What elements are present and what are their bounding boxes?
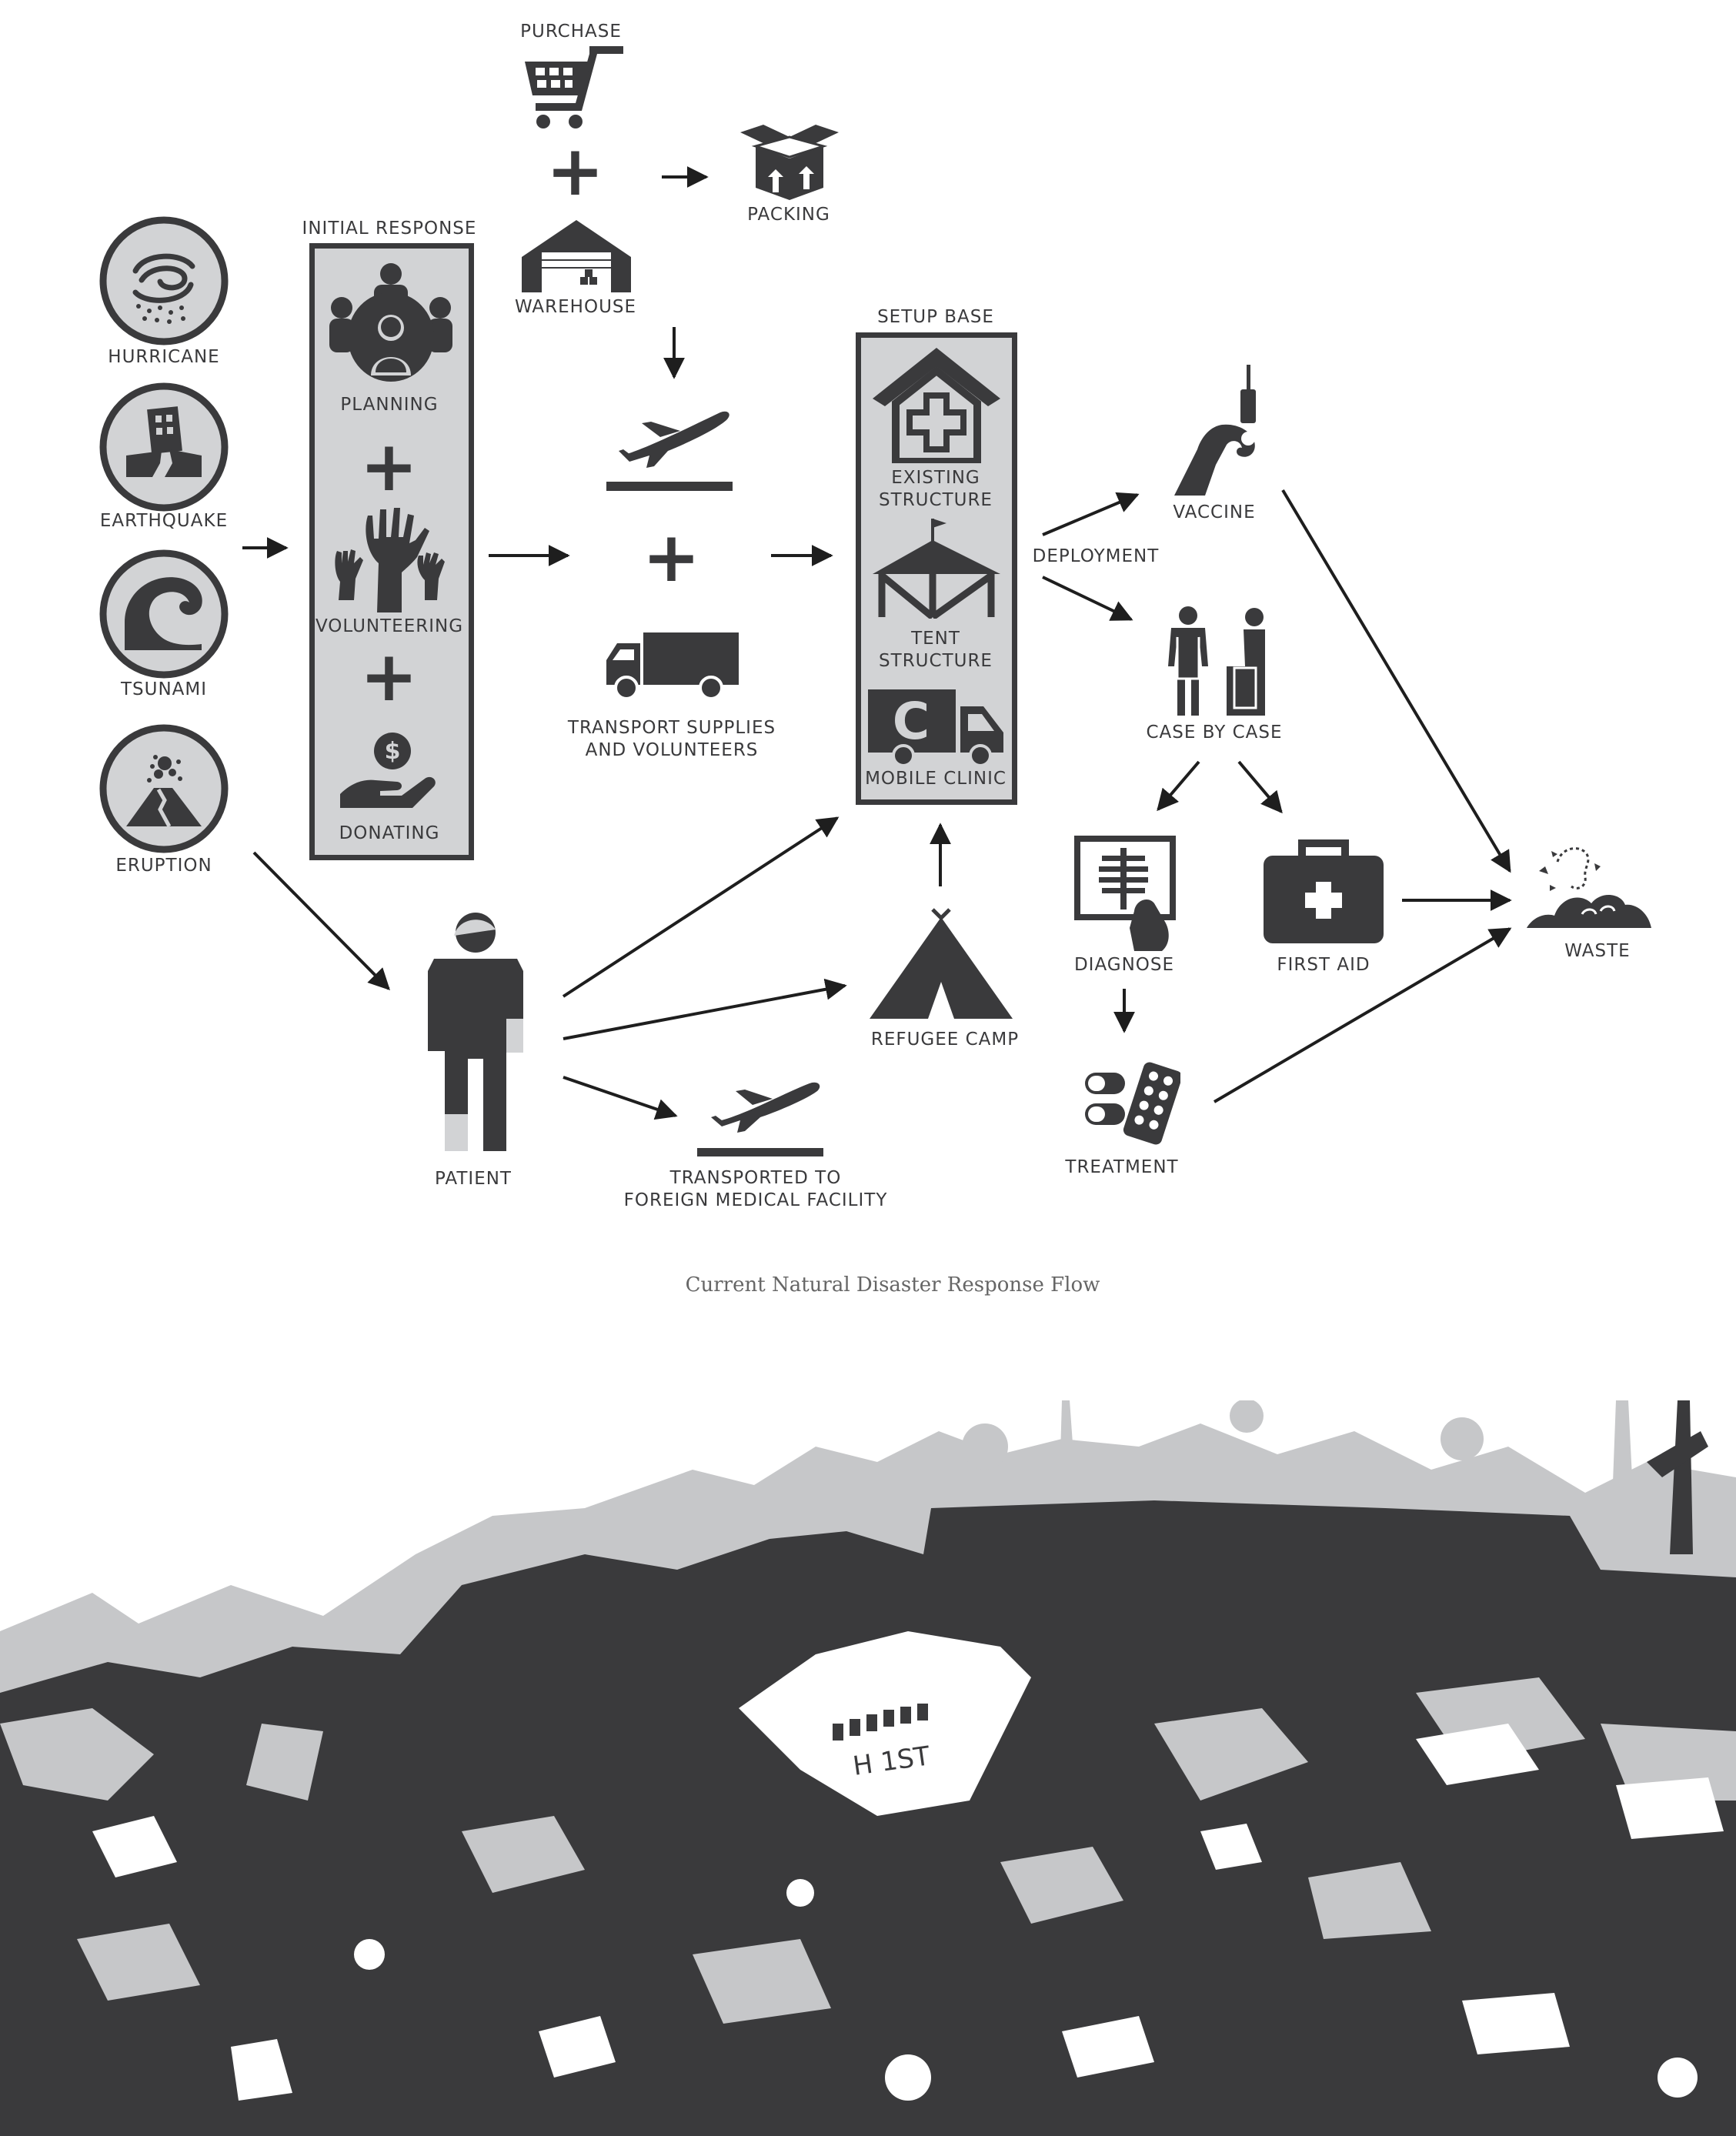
hurricane-label: HURRICANE bbox=[108, 347, 220, 367]
eruption-label: ERUPTION bbox=[115, 856, 212, 876]
existing-structure-medical-house-icon bbox=[873, 348, 1000, 463]
supply-truck-icon bbox=[606, 632, 739, 699]
mobile-clinic-truck-icon: C bbox=[868, 689, 1003, 766]
arrow-vaccine-to-waste bbox=[1281, 489, 1511, 873]
volunteering-hands-icon bbox=[335, 508, 445, 612]
first-aid-kit-icon bbox=[1264, 839, 1384, 943]
diagnose-label: DIAGNOSE bbox=[1073, 955, 1175, 975]
plus-sign: + bbox=[359, 636, 419, 717]
transported-label-line1: TRANSPORTED TO bbox=[669, 1168, 842, 1188]
arrow-to-case bbox=[1042, 576, 1133, 621]
tent-structure-line1: TENT bbox=[911, 629, 960, 649]
packing-box-icon bbox=[740, 125, 839, 200]
patient-label: PATIENT bbox=[435, 1169, 512, 1189]
tent-structure-line2: STRUCTURE bbox=[879, 651, 993, 671]
refugee-camp-label: REFUGEE CAMP bbox=[870, 1030, 1020, 1050]
arrow-patient-to-foreign bbox=[563, 1076, 678, 1120]
svg-text:$: $ bbox=[385, 738, 401, 765]
arrow-eruption-to-patient bbox=[252, 851, 390, 990]
plus-sign: + bbox=[642, 517, 702, 598]
setup-base-title: SETUP BASE bbox=[877, 307, 994, 327]
volunteering-label: VOLUNTEERING bbox=[315, 616, 464, 636]
arrow-to-vaccine bbox=[1042, 492, 1140, 536]
svg-text:C: C bbox=[893, 692, 930, 751]
deployment-label: DEPLOYMENT bbox=[1032, 546, 1160, 566]
existing-structure-line1: EXISTING bbox=[891, 468, 980, 488]
first-aid-label: FIRST AID bbox=[1277, 955, 1370, 975]
treatment-label: TREATMENT bbox=[1065, 1157, 1179, 1177]
donating-coin-hand-icon: $ bbox=[340, 733, 436, 808]
arrow-to-firstaid bbox=[1237, 760, 1283, 814]
donating-label: DONATING bbox=[339, 823, 440, 843]
diagnose-xray-icon bbox=[1074, 836, 1176, 951]
warehouse-icon bbox=[522, 220, 631, 292]
airplane-departure-icon bbox=[606, 411, 733, 491]
disaster-wreckage-photo: H 1ST bbox=[0, 1400, 1736, 2136]
eruption-icon bbox=[99, 724, 229, 853]
mobile-clinic-label: MOBILE CLINIC bbox=[865, 769, 1007, 789]
earthquake-icon bbox=[99, 382, 229, 512]
existing-structure-line2: STRUCTURE bbox=[879, 490, 993, 510]
packing-label: PACKING bbox=[747, 205, 830, 225]
plus-sign: + bbox=[359, 426, 419, 507]
figure-caption: Current Natural Disaster Response Flow bbox=[685, 1273, 1100, 1297]
warehouse-label: WAREHOUSE bbox=[514, 297, 637, 317]
transport-label-line1: TRANSPORT SUPPLIES bbox=[567, 718, 776, 738]
vaccine-label: VACCINE bbox=[1173, 502, 1256, 522]
tent-structure-icon bbox=[873, 519, 1000, 619]
arrow-treatment-to-waste bbox=[1213, 927, 1512, 1103]
shopping-cart-icon bbox=[525, 46, 623, 128]
injured-patient-figure-icon bbox=[428, 913, 523, 1151]
purchase-label: PURCHASE bbox=[520, 22, 622, 42]
case-by-case-label: CASE BY CASE bbox=[1146, 723, 1283, 743]
planning-label: PLANNING bbox=[340, 395, 439, 415]
tsunami-icon bbox=[99, 549, 229, 679]
waste-pile-icon bbox=[1527, 847, 1651, 928]
arrow-patient-to-base bbox=[562, 816, 840, 998]
hurricane-icon bbox=[99, 216, 229, 345]
vaccine-syringe-hand-icon bbox=[1174, 365, 1256, 496]
foreign-transfer-airplane-icon bbox=[697, 1082, 823, 1156]
initial-response-title: INITIAL RESPONSE bbox=[302, 219, 477, 239]
plus-sign: + bbox=[546, 131, 606, 212]
case-by-case-doctor-patient-icon bbox=[1168, 606, 1265, 716]
waste-label: WASTE bbox=[1564, 941, 1631, 961]
earthquake-label: EARTHQUAKE bbox=[99, 511, 229, 531]
tsunami-label: TSUNAMI bbox=[120, 679, 208, 699]
planning-icon bbox=[329, 263, 452, 382]
transported-label-line2: FOREIGN MEDICAL FACILITY bbox=[623, 1190, 888, 1210]
refugee-camp-tent-icon bbox=[870, 908, 1013, 1019]
arrow-to-diagnose bbox=[1157, 760, 1200, 812]
arrow-patient-to-camp bbox=[563, 978, 847, 1040]
treatment-pills-icon bbox=[1085, 1062, 1180, 1145]
transport-label-line2: AND VOLUNTEERS bbox=[585, 740, 759, 760]
